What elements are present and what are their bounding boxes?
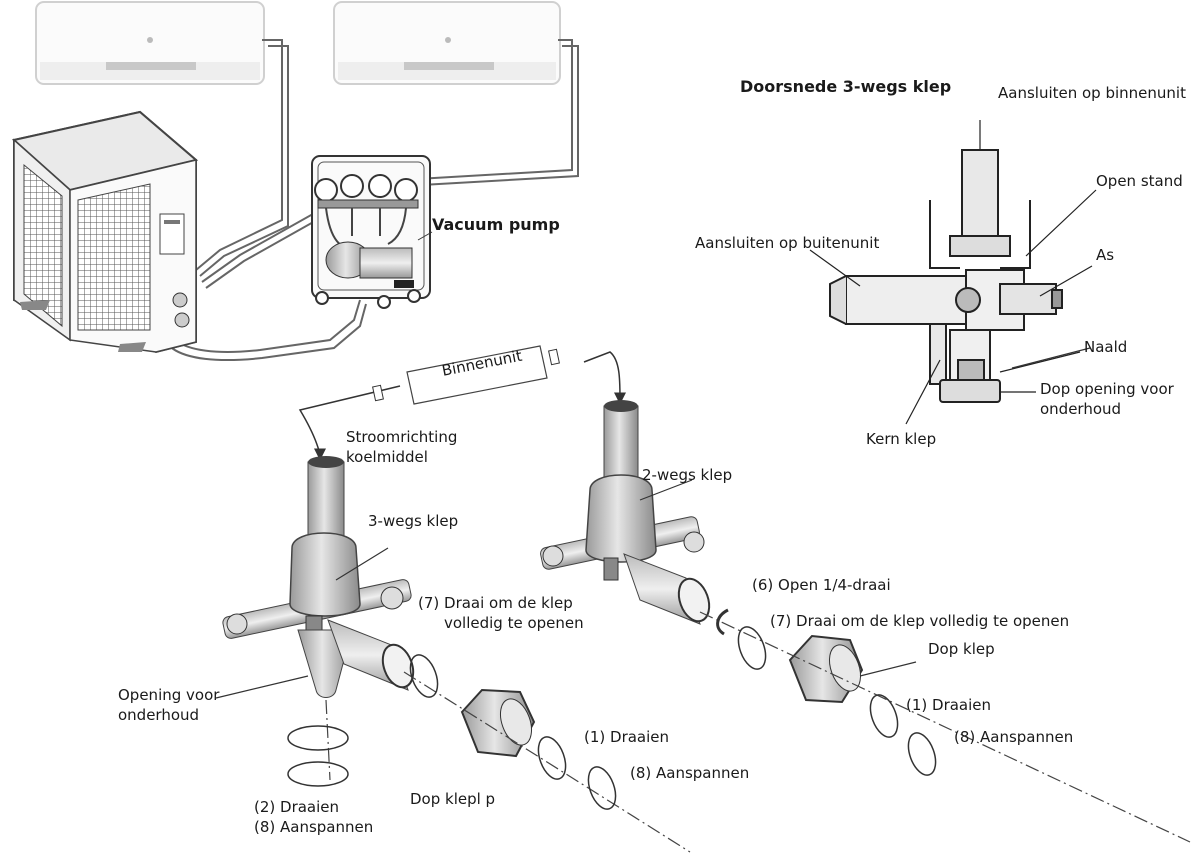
indoor-unit-right — [333, 1, 561, 85]
service-cap-label-line1: Dop opening voor — [1040, 380, 1174, 398]
two-way-valve-illustration — [540, 400, 711, 625]
turn-open-full-left-line1: (7) Draai om de klep — [418, 594, 573, 612]
service-opening-label-line2: onderhoud — [118, 706, 200, 724]
needle-label: Naald — [1084, 338, 1128, 356]
valve-cap-bottom-label: Dop klepl p — [410, 790, 496, 808]
rotation-arrows — [287, 608, 937, 810]
connect-outdoor-label: Aansluiten op buitenunit — [695, 234, 880, 252]
turn-1-mid-label: (1) Draaien — [584, 728, 670, 746]
outdoor-unit — [11, 110, 199, 354]
turn-1-right-label: (1) Draaien — [906, 696, 992, 714]
open-position-label: Open stand — [1096, 172, 1183, 190]
valve-cap-right-illustration — [788, 634, 864, 704]
tighten-8-right-label: (8) Aanspannen — [954, 728, 1074, 746]
valve-cap-right-label: Dop klep — [928, 640, 995, 658]
turn-open-full-right-label: (7) Draai om de klep volledig te openen — [770, 612, 1070, 630]
core-valve-label: Kern klep — [866, 430, 937, 448]
flow-direction-label-line2: koelmiddel — [346, 448, 428, 466]
turn-2-label: (2) Draaien — [254, 798, 340, 816]
tighten-8-left-label: (8) Aanspannen — [254, 818, 374, 836]
valve-cap-bottom-illustration — [460, 688, 536, 758]
section-title: Doorsnede 3-wegs klep — [740, 77, 952, 96]
three-way-valve-label: 3-wegs klep — [368, 512, 459, 530]
turn-open-full-left-line2: volledig te openen — [444, 614, 584, 632]
connect-indoor-label: Aansluiten op binnenunit — [998, 84, 1186, 102]
two-way-valve-label: 2-wegs klep — [642, 466, 733, 484]
flow-direction-label-line1: Stroomrichting — [346, 428, 458, 446]
cross-section-illustration — [809, 120, 1097, 425]
open-quarter-turn-label: (6) Open 1/4-draai — [752, 576, 891, 594]
axis-label: As — [1096, 246, 1115, 264]
service-cap-label-line2: onderhoud — [1040, 400, 1122, 418]
vacuum-pump-label: Vacuum pump — [432, 215, 560, 234]
indoor-unit-left — [35, 1, 265, 85]
service-opening-label-line1: Opening voor — [118, 686, 220, 704]
tighten-8-mid-label: (8) Aanspannen — [630, 764, 750, 782]
axis-lines — [325, 611, 1191, 853]
vacuum-pump-illustration — [311, 155, 433, 309]
flow-loop — [298, 345, 626, 461]
leader-lines — [215, 347, 1091, 699]
three-way-valve-illustration — [222, 456, 415, 698]
